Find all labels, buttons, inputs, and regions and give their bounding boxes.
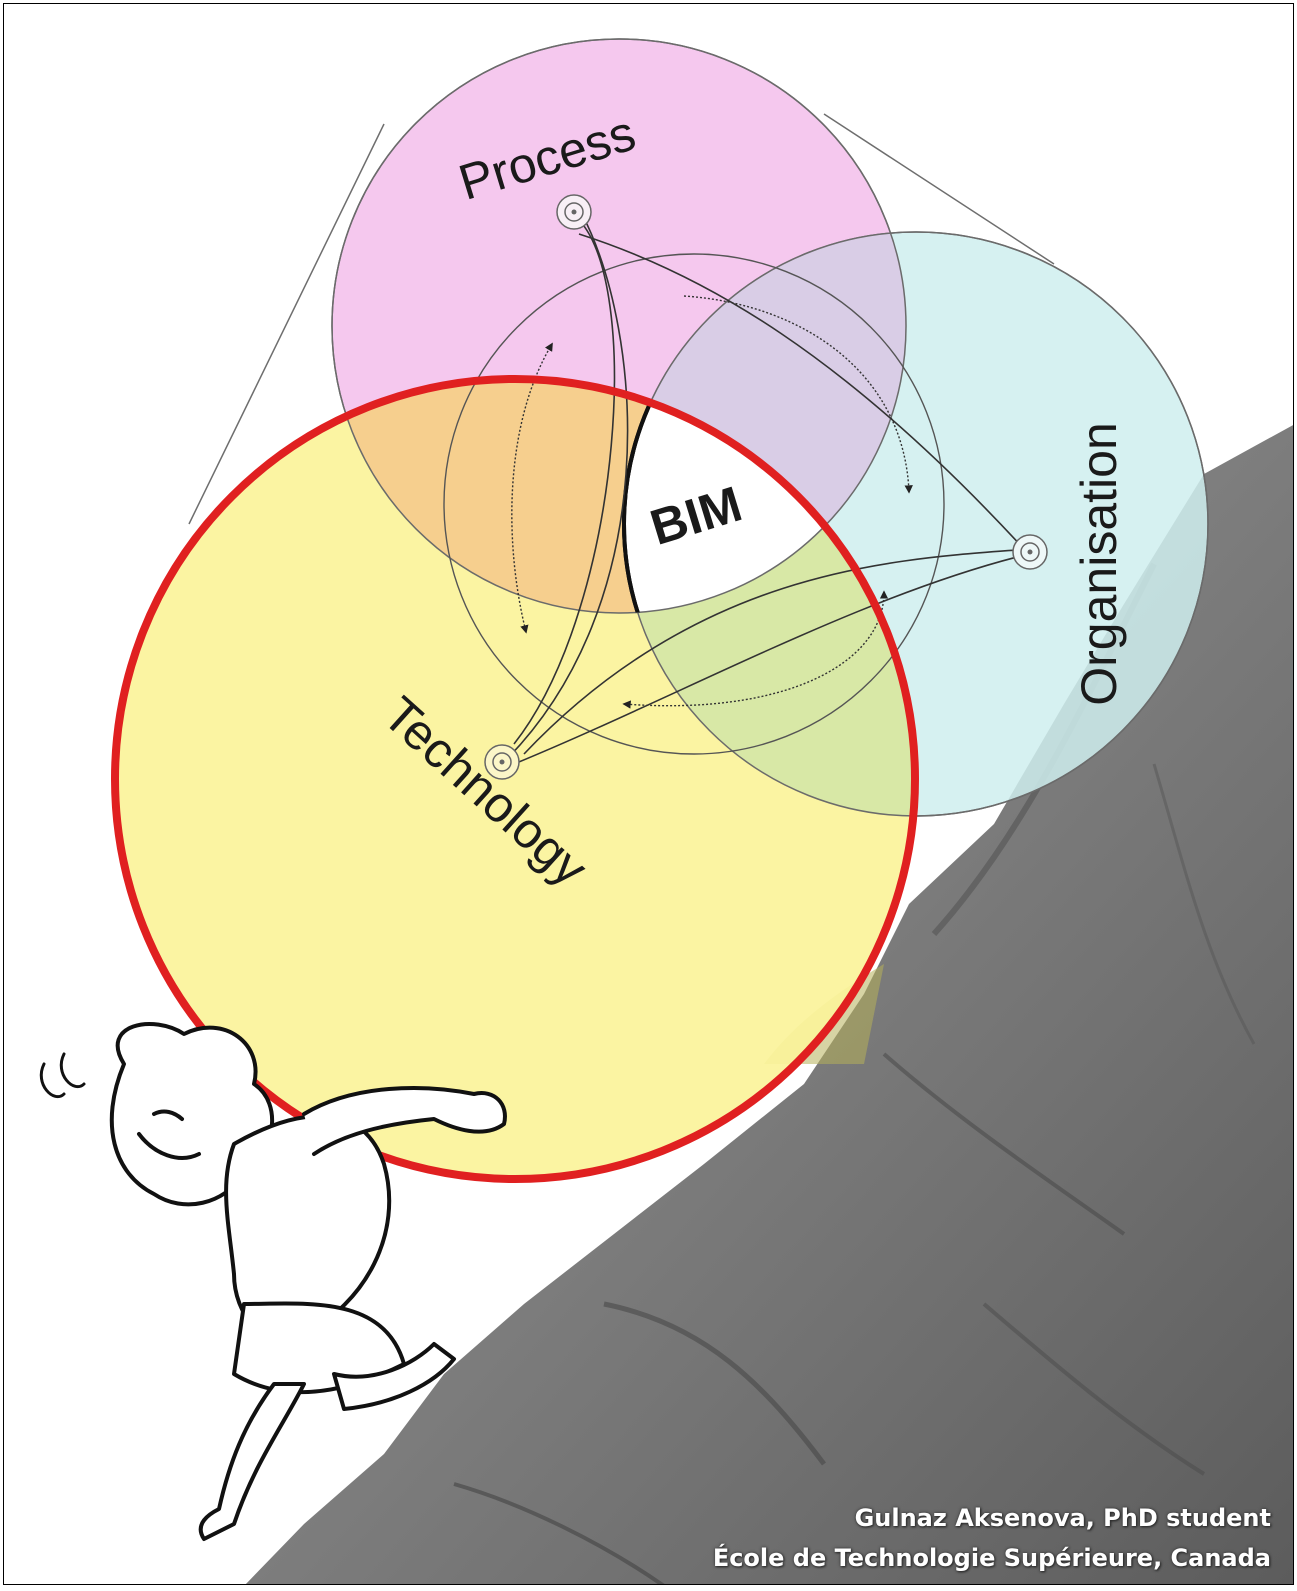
credit-institution: École de Technologie Supérieure, Canada	[713, 1544, 1271, 1572]
bim-diagram: Process Organisation Technology BIM	[4, 4, 1294, 1585]
organisation-label: Organisation	[1071, 422, 1127, 706]
organisation-node-icon	[1013, 535, 1047, 569]
illustration-frame: Process Organisation Technology BIM Guln…	[3, 3, 1294, 1585]
credit-author: Gulnaz Aksenova, PhD student	[855, 1504, 1271, 1532]
process-node-icon	[557, 195, 591, 229]
